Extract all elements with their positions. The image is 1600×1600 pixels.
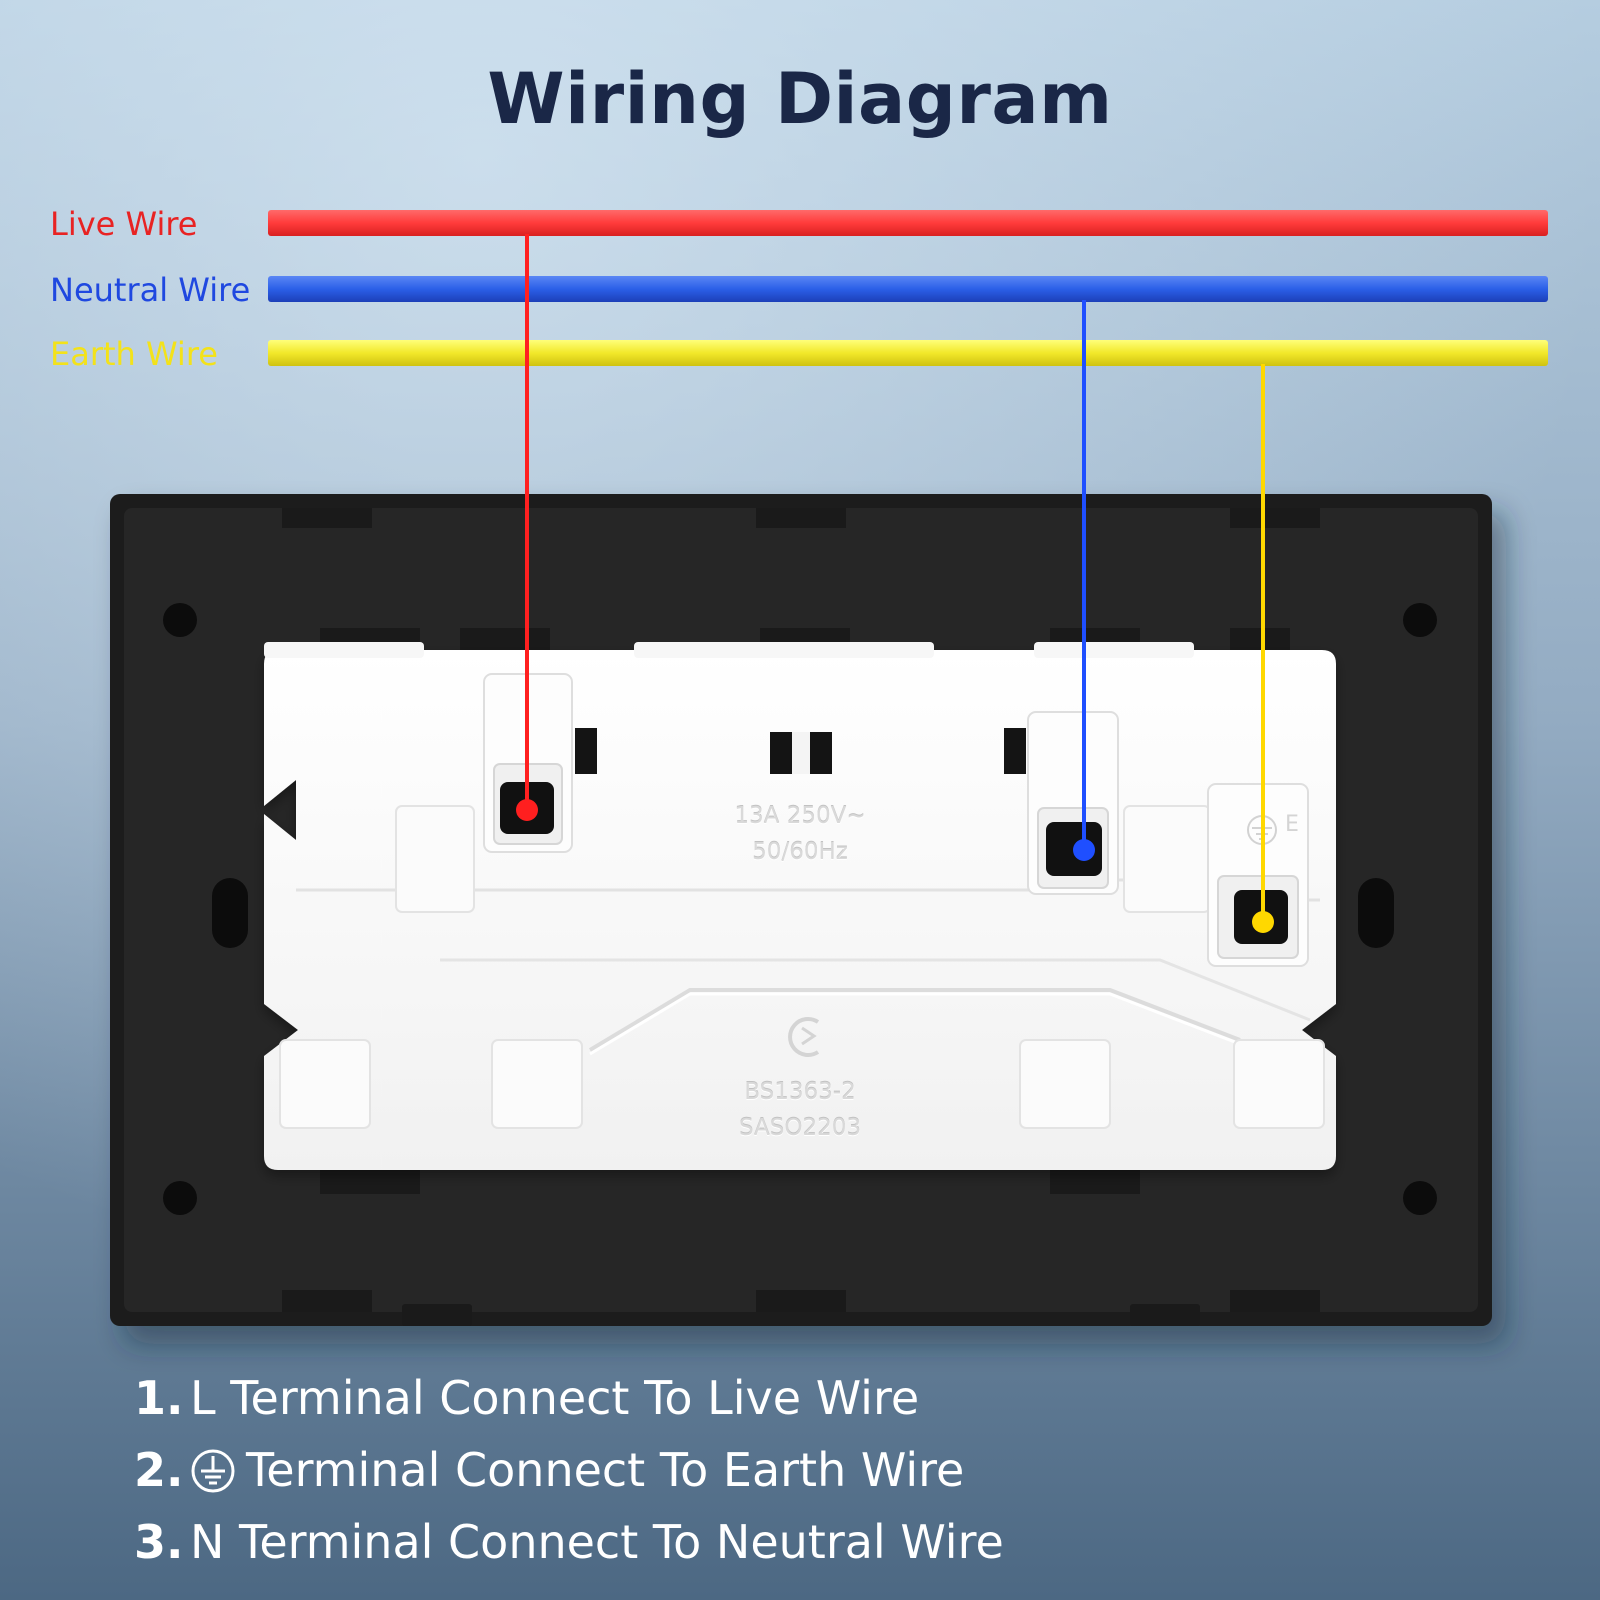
screw-hole <box>1403 603 1437 637</box>
instruction-list: 1.L Terminal Connect To Live Wire 2. Term… <box>134 1362 1434 1578</box>
pin-slot <box>1004 728 1026 774</box>
module-block <box>1019 1039 1111 1129</box>
earth-bus-wire <box>268 340 1548 366</box>
neutral-terminal-point <box>1073 839 1095 861</box>
standard-text: BS1363-2 <box>744 1079 856 1105</box>
earth-wire-label: Earth Wire <box>50 335 218 373</box>
earth-terminal-mark: E <box>1285 812 1299 837</box>
module-block <box>1233 1039 1325 1129</box>
earth-ground-icon <box>191 1449 235 1493</box>
pin-slot <box>575 728 597 774</box>
screw-hole <box>163 603 197 637</box>
standard-text-2: SASO2203 <box>739 1115 861 1141</box>
live-bus-wire <box>268 210 1548 236</box>
live-terminal-point <box>516 799 538 821</box>
neutral-terminal <box>1027 711 1119 895</box>
frequency-text: 50/60Hz <box>752 839 848 865</box>
mounting-slot <box>212 878 248 948</box>
live-wire-label: Live Wire <box>50 205 198 243</box>
module-block <box>491 1039 583 1129</box>
screw-hole <box>163 1181 197 1215</box>
page-title: Wiring Diagram <box>487 58 1113 140</box>
instruction-item: 2. Terminal Connect To Earth Wire <box>134 1434 1434 1506</box>
instruction-text: L Terminal Connect To Live Wire <box>190 1371 920 1425</box>
instruction-item: 3.N Terminal Connect To Neutral Wire <box>134 1506 1434 1578</box>
mounting-slot <box>1358 878 1394 948</box>
neutral-bus-wire <box>268 276 1548 302</box>
rating-text: 13A 250V~ <box>734 803 866 829</box>
module-block <box>395 805 475 913</box>
instruction-number: 3. <box>134 1515 184 1569</box>
instruction-text: N Terminal Connect To Neutral Wire <box>190 1515 1004 1569</box>
neutral-wire-label: Neutral Wire <box>50 271 251 309</box>
certification-logo-icon <box>788 1017 820 1057</box>
screw-hole <box>1403 1181 1437 1215</box>
instruction-number: 2. <box>134 1443 184 1497</box>
instruction-item: 1.L Terminal Connect To Live Wire <box>134 1362 1434 1434</box>
instruction-text: Terminal Connect To Earth Wire <box>246 1443 965 1497</box>
module-block <box>1123 805 1211 913</box>
module-block <box>279 1039 371 1129</box>
earth-terminal-point <box>1252 911 1274 933</box>
instruction-number: 1. <box>134 1371 184 1425</box>
